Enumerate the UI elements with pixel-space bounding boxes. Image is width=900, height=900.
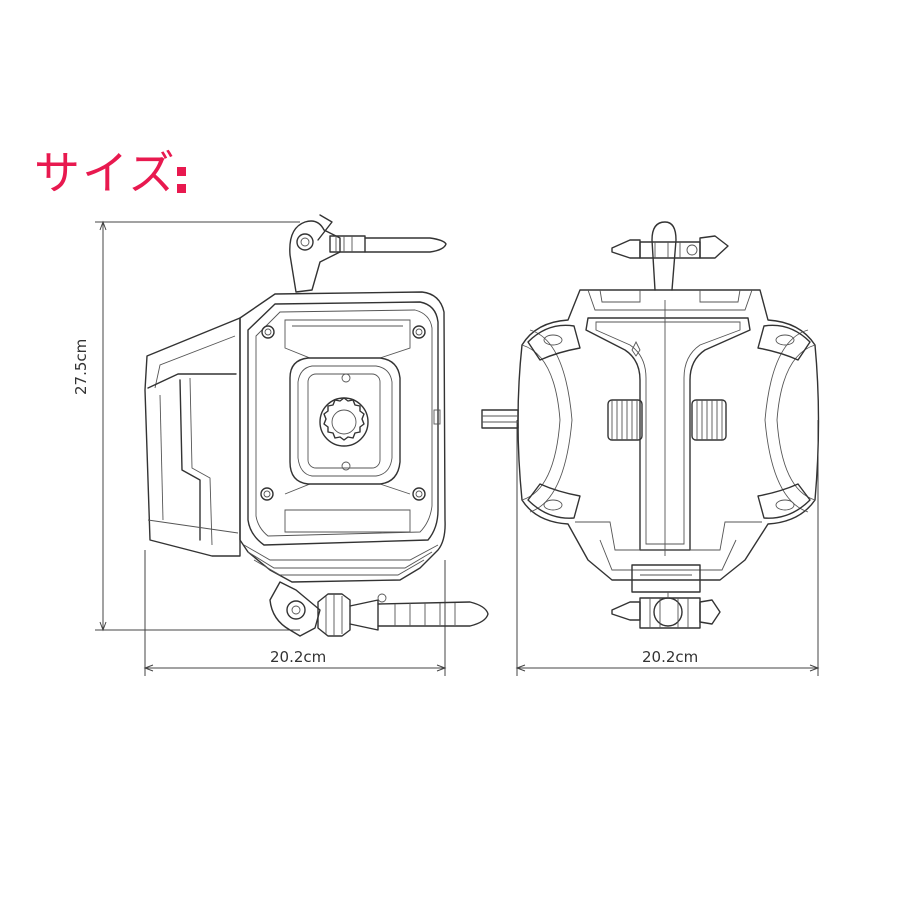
side-width-dimension-line xyxy=(143,550,447,676)
height-dimension-line xyxy=(95,220,300,632)
title-colon-icon xyxy=(176,150,187,196)
title-text: サイズ xyxy=(34,146,177,200)
page-title: サイズ xyxy=(34,150,187,196)
front-view-drawing xyxy=(481,221,820,629)
side-width-dimension-label: 20.2cm xyxy=(270,648,327,666)
side-view-drawing xyxy=(144,214,489,637)
front-width-dimension-line xyxy=(515,420,820,676)
front-width-dimension-label: 20.2cm xyxy=(642,648,699,666)
